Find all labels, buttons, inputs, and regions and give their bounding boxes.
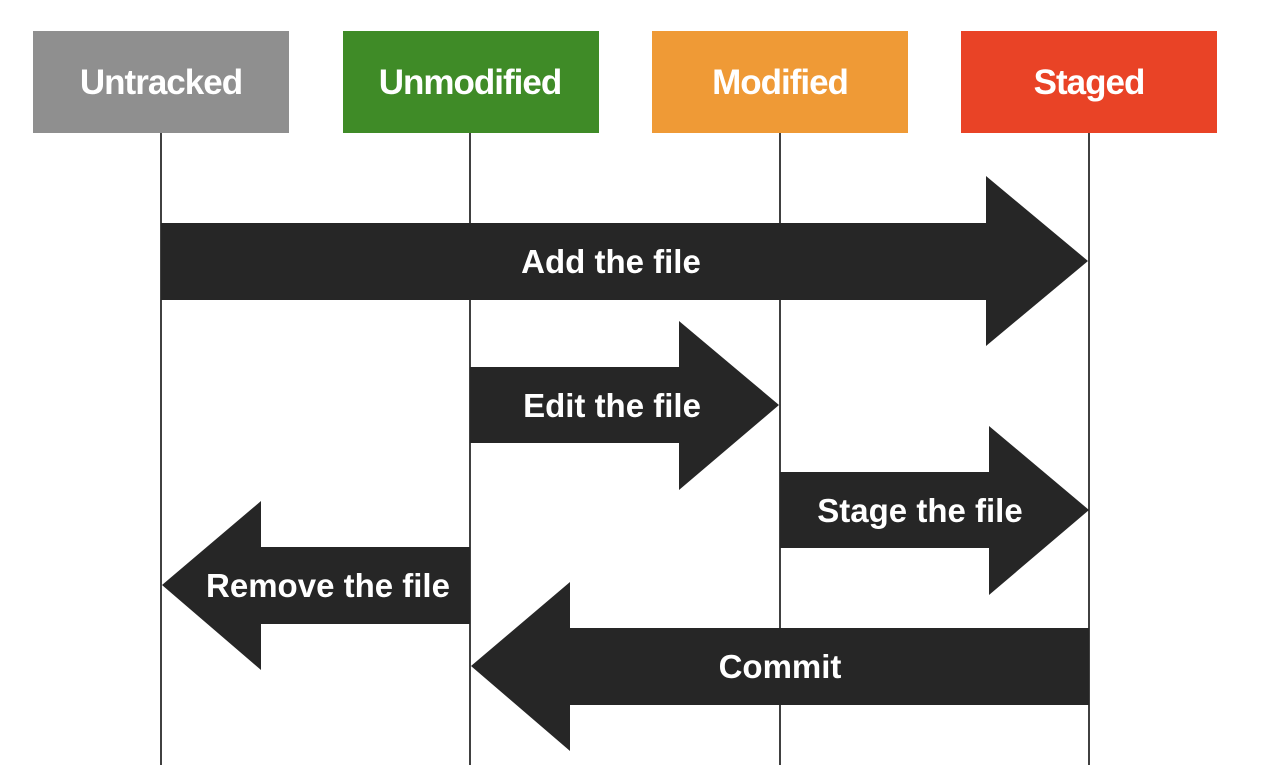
arrow-label-commit: Commit	[719, 648, 842, 685]
arrow-label-add: Add the file	[521, 243, 701, 280]
arrow-label-remove: Remove the file	[206, 567, 450, 604]
transition-add: Add the file	[161, 176, 1088, 346]
state-unmodified: Unmodified	[343, 31, 599, 133]
state-box-unmodified	[343, 31, 599, 133]
arrow-label-edit: Edit the file	[523, 387, 701, 424]
state-modified: Modified	[652, 31, 908, 133]
state-label-unmodified: Unmodified	[379, 63, 561, 102]
state-box-staged	[961, 31, 1217, 133]
state-label-untracked: Untracked	[80, 63, 242, 102]
state-box-modified	[652, 31, 908, 133]
arrow-add	[161, 176, 1088, 346]
transition-commit: Commit	[471, 582, 1089, 751]
transition-remove: Remove the file	[162, 501, 470, 670]
state-untracked: Untracked	[33, 31, 289, 133]
state-staged: Staged	[961, 31, 1217, 133]
arrow-stage	[780, 426, 1089, 595]
transition-edit: Edit the file	[470, 321, 779, 490]
arrow-commit	[471, 582, 1089, 751]
arrow-remove	[162, 501, 470, 670]
arrow-label-stage: Stage the file	[817, 492, 1022, 529]
arrow-edit	[470, 321, 779, 490]
state-box-untracked	[33, 31, 289, 133]
state-label-staged: Staged	[1034, 63, 1145, 102]
state-label-modified: Modified	[712, 63, 848, 102]
transition-stage: Stage the file	[780, 426, 1089, 595]
